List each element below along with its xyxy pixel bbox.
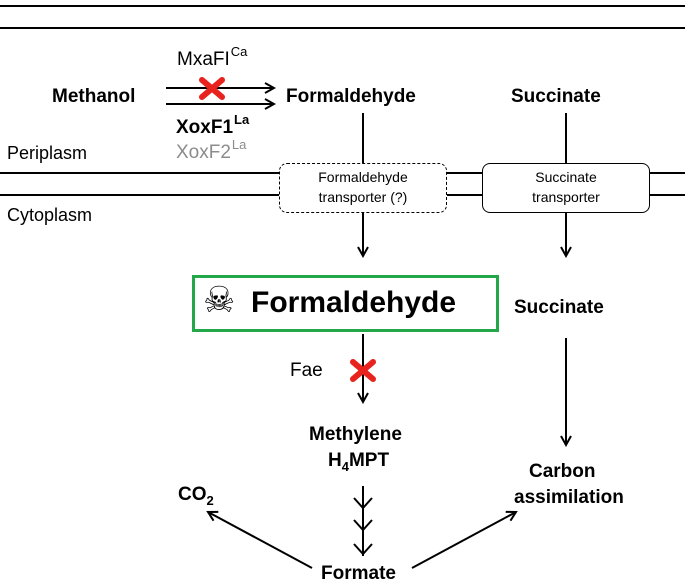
multistep-arrow-head-3 <box>353 543 373 556</box>
succinate-transporter-line2: transporter <box>532 189 600 205</box>
cytoplasm-label: Cytoplasm <box>7 205 93 225</box>
mxafi-superscript: Ca <box>230 44 248 59</box>
multistep-arrow-head-1 <box>353 497 373 510</box>
xoxf2-superscript: La <box>231 137 247 152</box>
xoxf2-label: XoxF2La <box>176 138 246 163</box>
mxafi-label: MxaFICa <box>177 45 247 70</box>
co2-label: CO2 <box>178 484 214 507</box>
h4mpt-subscript: 4 <box>341 459 349 474</box>
methylene-label: Methylene <box>309 424 402 445</box>
formate-label: Formate <box>321 563 396 584</box>
h4mpt-pre: H <box>328 450 342 471</box>
skull-and-crossbones-icon: ☠ <box>203 280 236 321</box>
co2-pre: CO <box>178 484 207 505</box>
succinate-cytoplasm-label: Succinate <box>514 297 604 318</box>
methanol-label: Methanol <box>52 86 136 107</box>
xoxf1-label: XoxF1La <box>176 113 249 138</box>
fae-label: Fae <box>290 360 323 381</box>
fae-blocked-x-icon <box>350 359 376 382</box>
co2-subscript: 2 <box>206 493 214 508</box>
formaldehyde-cytoplasm-label: Formaldehyde <box>251 286 457 319</box>
formate-to-assimilation-arrow <box>411 512 516 569</box>
formate-to-co2-arrow <box>208 512 313 569</box>
xoxf1-superscript: La <box>234 112 250 127</box>
toxic-formaldehyde-box: ☠ Formaldehyde <box>192 275 499 332</box>
formaldehyde-periplasm-label: Formaldehyde <box>286 86 416 107</box>
periplasm-label: Periplasm <box>7 143 88 163</box>
xoxf2-name: XoxF2 <box>176 142 231 163</box>
h4mpt-label: H4MPT <box>328 450 390 473</box>
formaldehyde-transporter-box: Formaldehyde transporter (?) <box>279 163 447 213</box>
mxa-blocked-x-icon <box>199 77 225 100</box>
succinate-transporter-box: Succinate transporter <box>482 163 650 213</box>
mxafi-name: MxaFI <box>177 49 230 70</box>
formaldehyde-transporter-line1: Formaldehyde <box>318 169 408 185</box>
xoxf1-name: XoxF1 <box>176 117 234 138</box>
succinate-periplasm-label: Succinate <box>511 86 601 107</box>
multistep-arrow-head-2 <box>353 519 373 532</box>
carbon-label: Carbon <box>529 461 596 482</box>
h4mpt-post: MPT <box>348 450 390 471</box>
assimilation-label: assimilation <box>514 487 624 508</box>
formaldehyde-transporter-line2: transporter (?) <box>318 189 408 205</box>
succinate-transporter-line1: Succinate <box>535 169 597 185</box>
